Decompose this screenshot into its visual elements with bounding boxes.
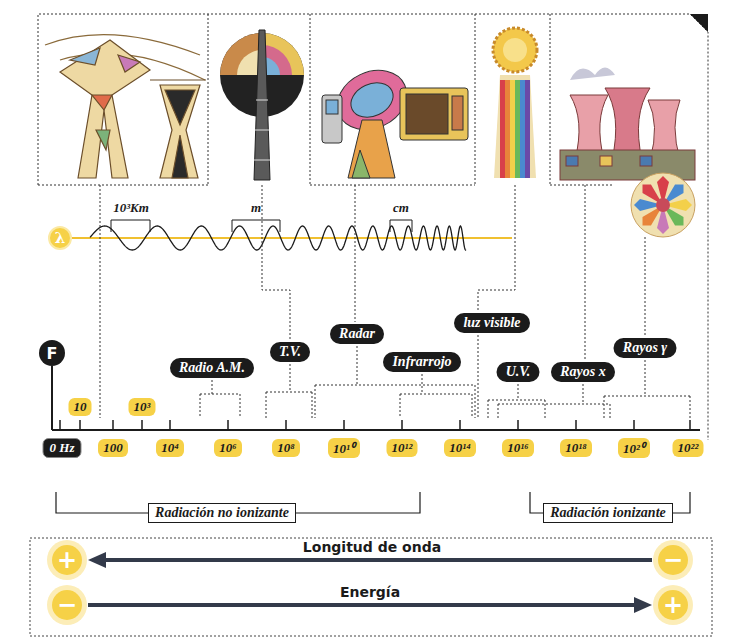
- band-label: Infrarrojo: [383, 352, 461, 372]
- node-text: U.V.: [506, 364, 531, 380]
- wave-line: [90, 226, 466, 250]
- range-label: Radiación no ionizante: [148, 503, 296, 523]
- node-text: 10⁶: [219, 440, 237, 456]
- frequency-value: 10²²: [673, 439, 704, 457]
- node-text: 0 Hz: [50, 440, 75, 456]
- node-text: Radiación no ionizante: [155, 505, 289, 521]
- node-text: λ: [55, 229, 66, 247]
- node-text: 100: [103, 440, 123, 456]
- frequency-value: 10⁶: [214, 439, 242, 457]
- frequency-value: 10¹²: [387, 439, 418, 457]
- node-text: 10²⁰: [623, 439, 645, 457]
- node-text: 10⁸: [277, 440, 295, 456]
- frequency-value: 10⁸: [272, 439, 300, 457]
- node-text: 10¹⁶: [507, 440, 528, 456]
- band-label: Radar: [330, 324, 384, 344]
- radiation-star: [631, 173, 695, 237]
- node-text: 10⁴: [161, 440, 179, 456]
- axis-line: [52, 429, 700, 431]
- node-text: 10³: [134, 399, 151, 415]
- radar-phone-microwave: [322, 59, 468, 178]
- legend-frame: [30, 538, 712, 636]
- node-text: Radiación ionizante: [550, 505, 666, 521]
- node-text: 10: [74, 399, 87, 415]
- frequency-value: 10¹⁶: [502, 439, 534, 457]
- node-text: 10²²: [678, 440, 699, 456]
- frequency-value: 10²⁰: [618, 438, 650, 458]
- leader-line: [100, 185, 690, 418]
- direction-arrow: [88, 552, 652, 613]
- arrow-label: Longitud de onda: [298, 539, 446, 555]
- picture-frame: [38, 14, 708, 440]
- sign-circle: −: [658, 545, 688, 575]
- sign-circle: −: [52, 590, 82, 620]
- power-pylons: [45, 35, 206, 178]
- node-text: 10¹⁰: [333, 439, 355, 457]
- band-label: Rayos γ: [614, 338, 677, 358]
- frequency-value: 0 Hz: [43, 438, 82, 458]
- frequency-value: 10¹⁰: [328, 438, 360, 458]
- arrow-label: Energía: [335, 584, 405, 600]
- wavelength-label: cm: [393, 200, 409, 216]
- frequency-value: 10¹⁴: [444, 439, 476, 457]
- node-text: Rayos γ: [623, 340, 667, 356]
- axis-tick: [60, 420, 690, 430]
- node-text: −: [663, 546, 683, 574]
- nuclear-plant: [560, 68, 695, 181]
- node-text: luz visible: [463, 315, 520, 331]
- band-label: U.V.: [497, 362, 540, 382]
- corner-mark: [690, 14, 708, 32]
- node-text: 10¹⁴: [449, 440, 470, 456]
- axis-symbol: F: [39, 340, 65, 366]
- band-label: luz visible: [454, 313, 530, 333]
- node-text: Radio A.M.: [179, 360, 245, 376]
- node-text: +: [663, 591, 683, 619]
- light-tower: [493, 28, 537, 178]
- frequency-value: 100: [98, 439, 128, 457]
- node-text: Radar: [339, 326, 375, 342]
- node-text: Rayos x: [560, 364, 606, 380]
- axis-line: [51, 366, 53, 430]
- sign-circle: +: [52, 545, 82, 575]
- wavelength-label: m: [251, 200, 261, 216]
- wave-symbol: λ: [48, 226, 72, 250]
- frequency-value: 10³: [129, 398, 156, 416]
- band-label: T.V.: [270, 342, 310, 362]
- frequency-value: 10⁴: [156, 439, 184, 457]
- frequency-value: 10: [69, 398, 92, 416]
- node-text: F: [47, 344, 58, 363]
- band-label: Radio A.M.: [170, 358, 254, 378]
- node-text: 10¹⁸: [565, 440, 586, 456]
- range-label: Radiación ionizante: [543, 503, 673, 523]
- band-label: Rayos x: [551, 362, 615, 382]
- node-text: +: [57, 546, 77, 574]
- node-text: 10¹²: [392, 440, 413, 456]
- node-text: −: [57, 591, 77, 619]
- sign-circle: +: [658, 590, 688, 620]
- node-text: T.V.: [279, 344, 301, 360]
- frequency-value: 10¹⁸: [560, 439, 592, 457]
- node-text: Infrarrojo: [392, 354, 451, 370]
- tv-tower: [220, 30, 304, 180]
- wavelength-label: 10³Km: [113, 200, 149, 216]
